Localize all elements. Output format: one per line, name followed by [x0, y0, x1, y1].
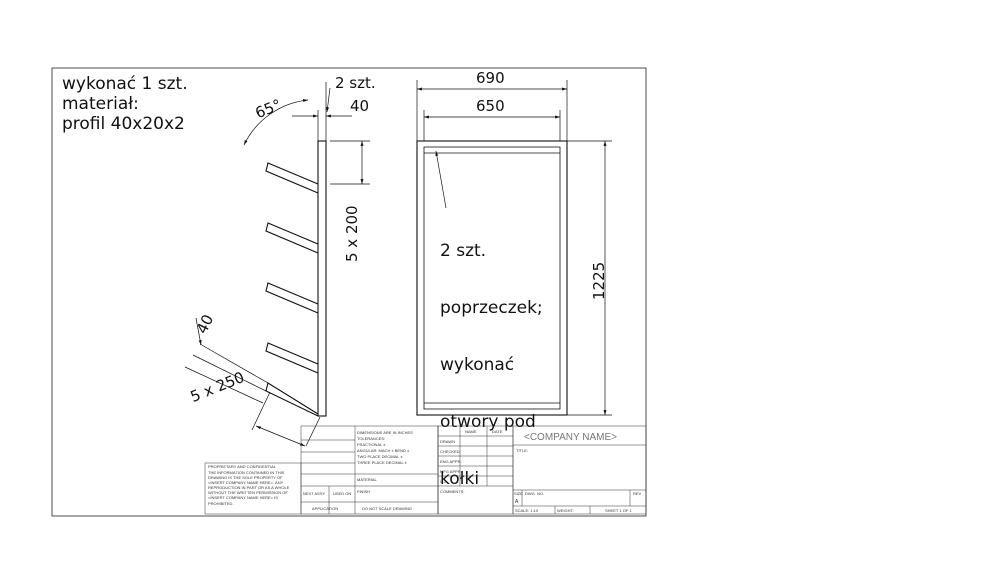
crossbar-note: 2 szt. poprzeczek; wykonać otwory pod ko…: [440, 204, 543, 508]
row-mfg-appr: MFG APPR.: [440, 469, 462, 474]
proprietary-line: PROHIBITED.: [208, 501, 234, 506]
frame-inner: [423, 146, 561, 410]
next-assy-cell: NEXT ASSY: [303, 491, 325, 496]
front-view: [416, 140, 568, 416]
arm-thickness-dim: 40: [193, 312, 218, 337]
dims-text-line: FRACTIONAL ±: [357, 442, 386, 447]
dims-text-line: DIMENSIONS ARE IN INCHES: [357, 430, 413, 435]
angle-dim: 65°: [253, 96, 284, 123]
proprietary-line: DRAWING IS THE SOLE PROPERTY OF: [208, 475, 283, 480]
crossbar-note-line: kołki: [440, 469, 480, 489]
used-on-cell: USED ON: [333, 491, 351, 496]
front-dimensions: [416, 80, 612, 416]
dims-text-line: TWO PLACE DECIMAL ±: [357, 454, 403, 459]
sheet-border: [51, 67, 647, 517]
arm-4: [265, 342, 319, 374]
proprietary-line: <INSERT COMPANY NAME HERE>. ANY: [208, 480, 284, 485]
size-label: SIZE: [514, 491, 523, 496]
finish-cell: FINISH: [357, 489, 370, 494]
do-not-scale-cell: DO NOT SCALE DRAWING: [362, 506, 412, 511]
frame-outer: [416, 140, 568, 416]
arm-1: [265, 162, 319, 194]
dims-text-line: ANGULAR: MACH ± BEND ±: [357, 448, 410, 453]
row-qa: Q.A.: [440, 479, 448, 484]
arm-3: [265, 282, 319, 314]
proprietary-heading: PROPRIETARY AND CONFIDENTIAL: [208, 464, 277, 469]
company-name: <COMPANY NAME>: [524, 432, 617, 443]
material-cell: MATERIAL: [357, 477, 377, 482]
row-comments: COMMENTS:: [440, 489, 464, 494]
title-block: [204, 425, 647, 515]
proprietary-line: WITHOUT THE WRITTEN PERMISSION OF: [208, 490, 288, 495]
dwg-no-label: DWG. NO.: [525, 491, 544, 496]
side-qty-dim: 2 szt.: [335, 74, 376, 92]
application-cell: APPLICATION: [312, 506, 338, 511]
arm-spacing-dim: 5 x 250: [188, 368, 247, 406]
date-col-header: DATE: [492, 429, 503, 434]
vertical-spacing-dim: 5 x 200: [343, 205, 361, 262]
dims-text-line: TOLERANCES:: [357, 436, 385, 441]
side-view: [265, 140, 327, 417]
size-value: A: [515, 499, 519, 505]
weight-cell: WEIGHT:: [557, 508, 574, 513]
row-checked: CHECKED: [440, 449, 460, 454]
proprietary-line: REPRODUCTION IN PART OR AS A WHOLE: [208, 485, 290, 490]
inner-width-dim: 650: [476, 97, 505, 115]
sheet-cell: SHEET 1 OF 1: [605, 508, 632, 513]
side-dimensions: [184, 82, 370, 447]
crossbar-note-line: otwory pod: [440, 412, 536, 432]
row-drawn: DRAWN: [440, 439, 455, 444]
scale-cell: SCALE: 1:10: [515, 508, 539, 513]
side-post: [317, 140, 327, 417]
profile-note: profil 40x20x2: [62, 114, 185, 134]
rev-label: REV: [633, 491, 642, 496]
row-eng-appr: ENG APPR.: [440, 459, 462, 464]
name-col-header: NAME: [465, 429, 477, 434]
material-label: materiał:: [62, 94, 139, 114]
arm-5: [265, 382, 319, 417]
crossbar-note-line: 2 szt.: [440, 241, 487, 261]
dims-text-line: THREE PLACE DECIMAL ±: [357, 460, 408, 465]
crossbar-note-line: poprzeczek;: [440, 298, 543, 318]
proprietary-line: <INSERT COMPANY NAME HERE> IS: [208, 495, 278, 500]
proprietary-line: THE INFORMATION CONTAINED IN THIS: [208, 470, 285, 475]
quantity-note: wykonać 1 szt.: [62, 74, 188, 94]
outer-width-dim: 690: [476, 69, 505, 87]
crossbar-note-line: wykonać: [440, 355, 515, 375]
arm-2: [265, 222, 319, 254]
side-thickness-dim: 40: [350, 97, 369, 115]
title-label: TITLE:: [516, 448, 528, 453]
height-dim: 1225: [590, 262, 608, 300]
